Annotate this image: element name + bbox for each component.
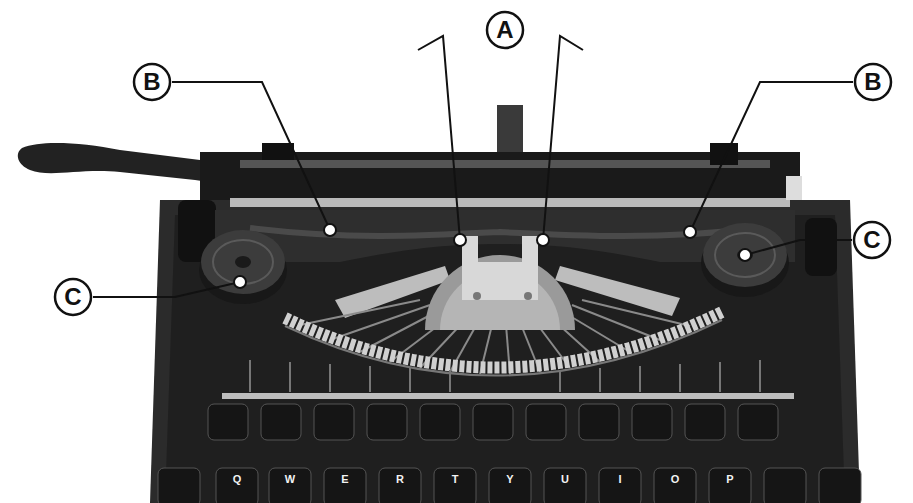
keycap-letter: P: [715, 473, 745, 485]
callout-letter: C: [852, 220, 892, 260]
card-guide: [462, 236, 538, 300]
platen-knob: [805, 218, 837, 276]
keycap-letter: T: [440, 473, 470, 485]
callout-letter: B: [853, 62, 893, 102]
keyboard-bar: [222, 393, 794, 399]
key-levers: [250, 360, 760, 392]
keycap-letter: U: [550, 473, 580, 485]
keycap-letter: Y: [495, 473, 525, 485]
carriage-tab: [262, 143, 294, 160]
key-row: [208, 404, 778, 440]
release-lever: [786, 176, 802, 200]
callout-letter: B: [132, 62, 172, 102]
leader-dot: [234, 224, 751, 288]
key-row: [158, 468, 861, 503]
callout-letter: A: [485, 10, 525, 50]
keycap-letter: Q: [222, 473, 252, 485]
type-slugs: [285, 312, 722, 368]
callout-letter: A: [485, 10, 525, 50]
callout-letter: B: [132, 62, 172, 102]
keycap-letter: E: [330, 473, 360, 485]
ribbon-spool: [701, 223, 789, 297]
callout-letter: C: [53, 277, 93, 317]
screw: [524, 292, 532, 300]
keycap-letter: R: [385, 473, 415, 485]
body-inner: [165, 215, 845, 503]
type-slugs-edge: [285, 320, 722, 376]
callout-letter: C: [53, 277, 93, 317]
carriage-rail: [240, 160, 770, 168]
keycap-letter: W: [275, 473, 305, 485]
callout-letter: C: [852, 220, 892, 260]
carriage-tab: [710, 143, 738, 165]
callout-letter: B: [853, 62, 893, 102]
typewriter-body: [150, 200, 860, 503]
keycap-letter: I: [605, 473, 635, 485]
screw: [473, 292, 481, 300]
keycap-letter: O: [660, 473, 690, 485]
ribbon-spool: [199, 230, 287, 304]
leader-line: [93, 36, 853, 297]
